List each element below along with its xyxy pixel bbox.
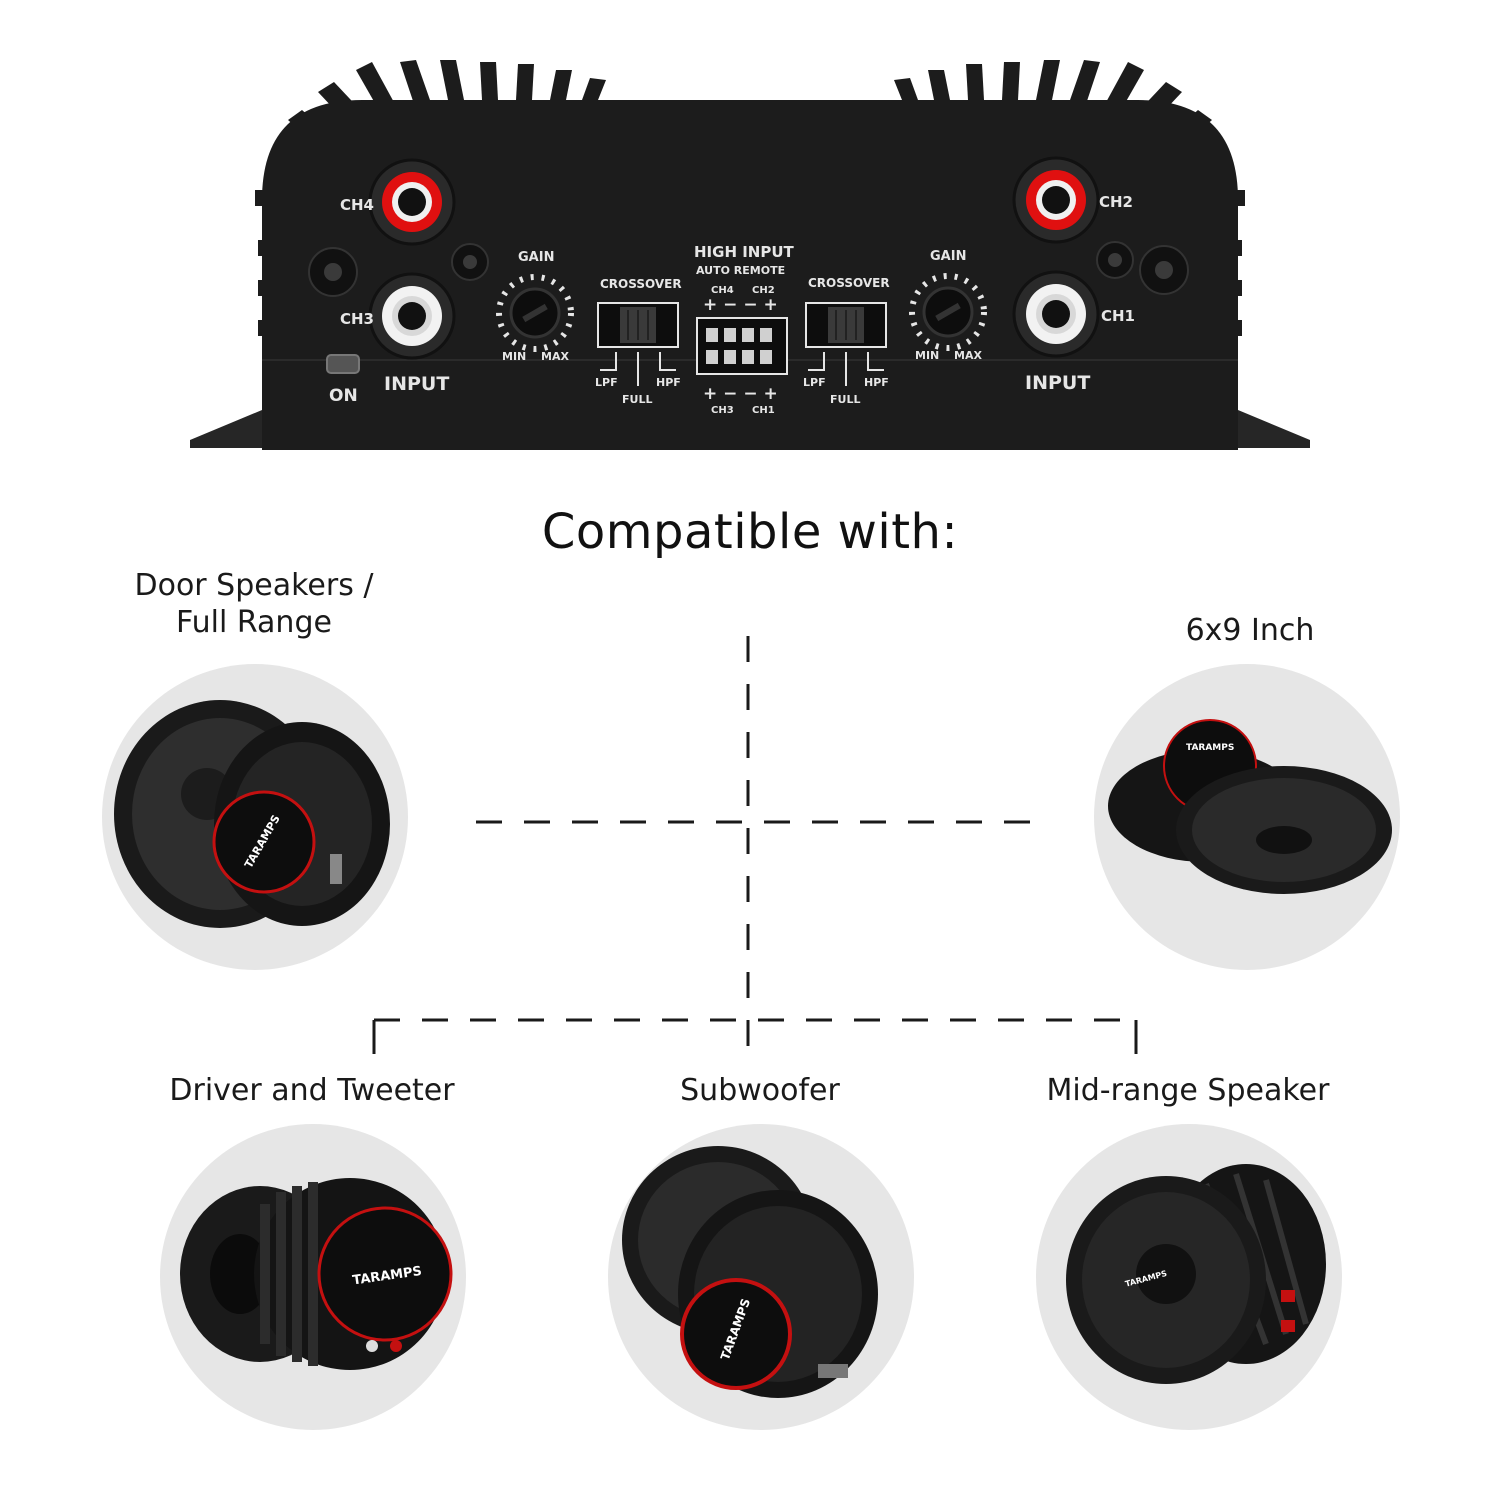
label-ch3: CH3: [340, 310, 374, 328]
rca-jack-ch1[interactable]: [1012, 270, 1100, 358]
label-conn-ch2: CH2: [752, 285, 775, 296]
label-door-line2: Full Range: [176, 605, 332, 640]
mounting-foot-right: [1238, 410, 1310, 448]
label-crossover-right: CROSSOVER: [808, 276, 890, 290]
subwoofer-icon: TARAMPS: [622, 1146, 878, 1398]
label-midrange: Mid-range Speaker: [1046, 1073, 1330, 1108]
door-speaker-circle: TARAMPS: [102, 664, 408, 970]
label-input-left: INPUT: [384, 373, 449, 395]
door-speaker-icon: TARAMPS: [114, 700, 390, 928]
rca-jack-ch4[interactable]: [368, 158, 456, 246]
label-max-right: MAX: [954, 349, 982, 362]
label-lpf-right: LPF: [803, 376, 826, 389]
compatible-heading: Compatible with:: [541, 504, 959, 560]
label-lpf-left: LPF: [595, 376, 618, 389]
high-input-connector[interactable]: [696, 317, 788, 375]
label-hpf-left: HPF: [656, 376, 681, 389]
label-conn-ch4: CH4: [711, 285, 734, 296]
midrange-circle: TARAMPS: [1036, 1124, 1342, 1430]
mounting-foot-left: [190, 410, 262, 448]
label-6x9: 6x9 Inch: [1185, 613, 1315, 648]
label-gain-right: GAIN: [930, 249, 966, 264]
label-min-left: MIN: [502, 350, 526, 363]
label-door-speakers: Door Speakers / Full Range: [104, 567, 404, 641]
rca-jack-ch3[interactable]: [368, 272, 456, 360]
label-polarity-top: + − − +: [703, 295, 778, 315]
subwoofer-circle: TARAMPS: [608, 1124, 914, 1430]
label-auto-remote: AUTO REMOTE: [696, 264, 785, 277]
label-hpf-right: HPF: [864, 376, 889, 389]
label-on: ON: [329, 386, 358, 406]
driver-circle: TARAMPS: [160, 1124, 466, 1430]
label-door-line1: Door Speakers /: [134, 568, 374, 603]
label-ch4: CH4: [340, 196, 374, 214]
label-crossover-left: CROSSOVER: [600, 277, 682, 291]
amplifier-panel: CH4 CH3 CH2 CH1 INPUT INPUT ON GAIN GAIN…: [190, 60, 1310, 450]
label-subwoofer: Subwoofer: [680, 1073, 840, 1108]
label-conn-ch3: CH3: [711, 405, 734, 416]
oval-speaker-circle: TARAMPS: [1094, 664, 1400, 970]
label-high-input: HIGH INPUT: [694, 243, 795, 261]
label-ch1: CH1: [1101, 307, 1135, 325]
midrange-speaker-icon: TARAMPS: [1066, 1164, 1326, 1384]
compression-driver-icon: TARAMPS: [180, 1178, 453, 1370]
label-ch2: CH2: [1099, 193, 1133, 211]
label-full-left: FULL: [622, 393, 652, 406]
power-switch[interactable]: [326, 354, 360, 374]
label-input-right: INPUT: [1025, 372, 1090, 394]
gain-knob-left[interactable]: [496, 274, 574, 352]
label-polarity-bottom: + − − +: [703, 384, 778, 404]
oval-speaker-icon: TARAMPS: [1108, 719, 1392, 894]
label-gain-left: GAIN: [518, 250, 554, 265]
svg-text:TARAMPS: TARAMPS: [1186, 743, 1234, 753]
label-full-right: FULL: [830, 393, 860, 406]
label-driver-tweeter: Driver and Tweeter: [169, 1073, 455, 1108]
gain-knob-right[interactable]: [909, 273, 987, 351]
rca-jack-ch2[interactable]: [1012, 156, 1100, 244]
crossover-switch-right[interactable]: [805, 302, 887, 386]
label-conn-ch1: CH1: [752, 405, 775, 416]
label-max-left: MAX: [541, 350, 569, 363]
crossover-switch-left[interactable]: [597, 302, 679, 386]
amplifier-body: [262, 100, 1238, 450]
label-min-right: MIN: [915, 349, 939, 362]
